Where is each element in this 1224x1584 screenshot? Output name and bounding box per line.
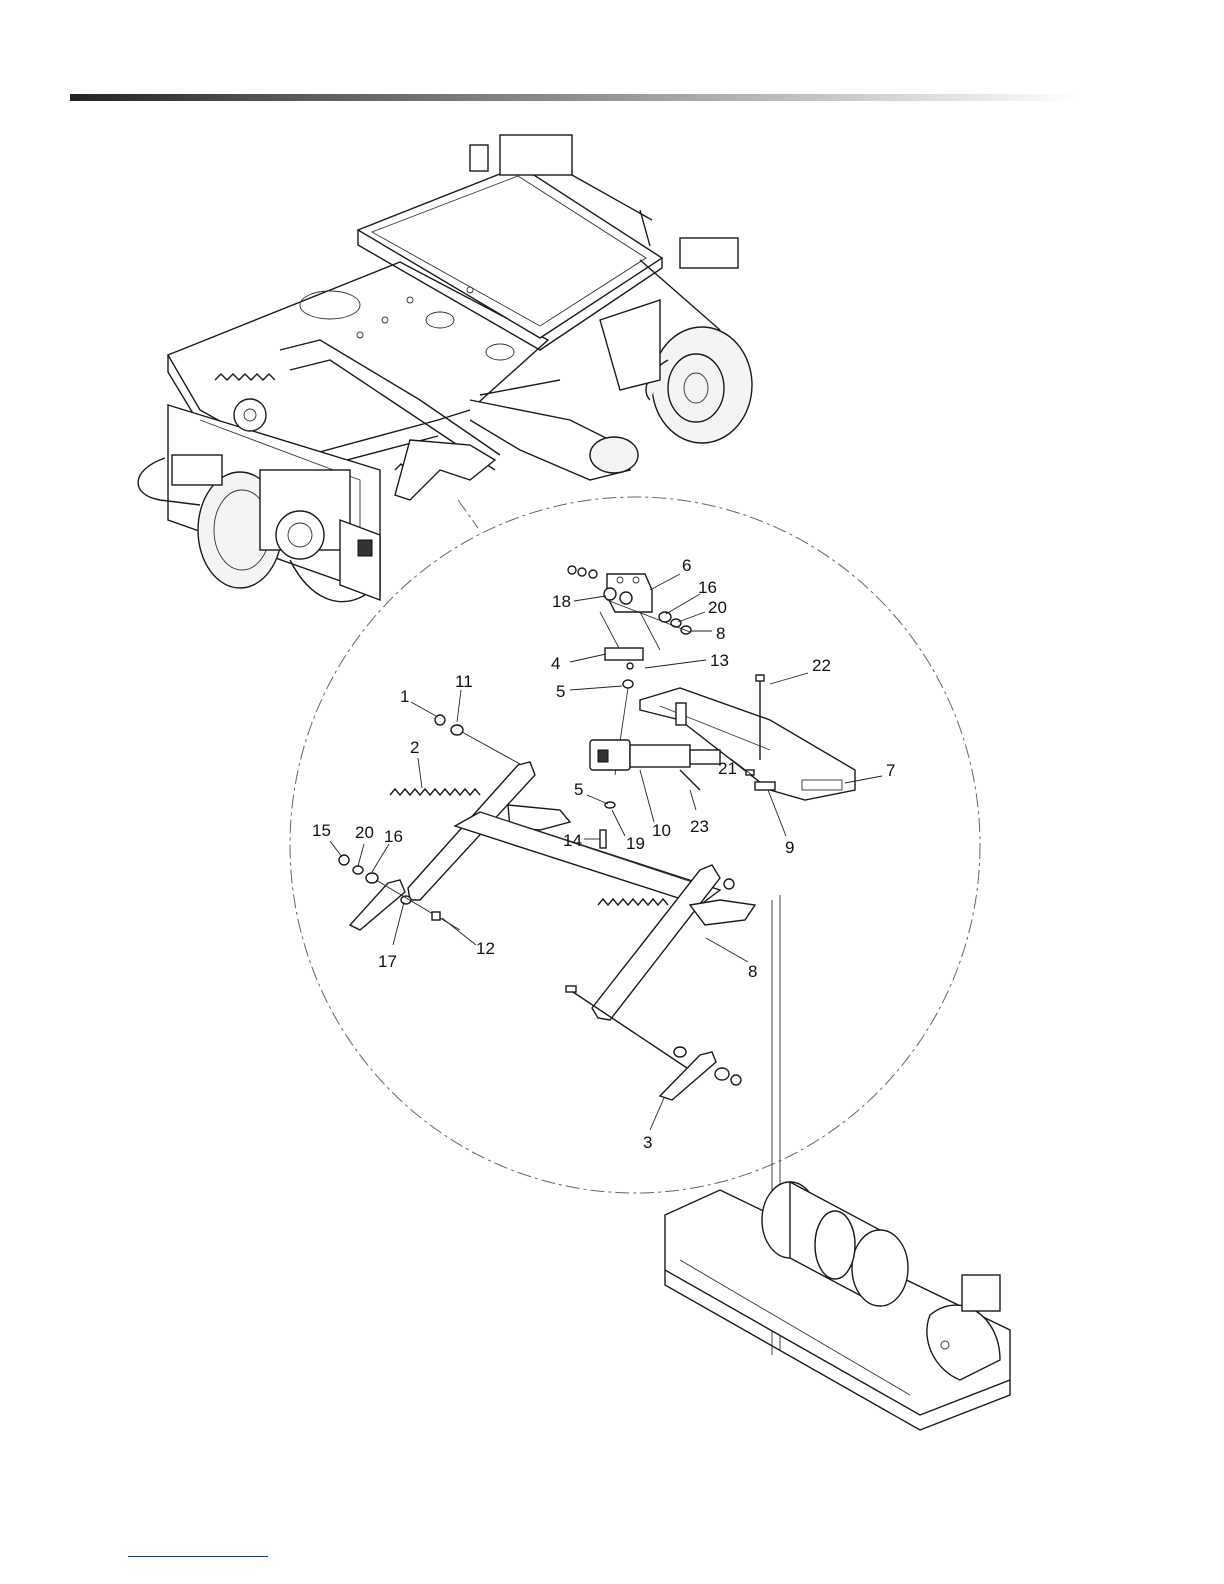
callout-16: 16 [384, 827, 403, 846]
callout-8: 8 [748, 962, 757, 981]
callout-17: 17 [378, 952, 397, 971]
callout-13: 13 [710, 651, 729, 670]
callout-4: 4 [551, 654, 560, 673]
callout-14: 14 [563, 831, 582, 850]
callout-7: 7 [886, 761, 895, 780]
roller-assembly [665, 1182, 1010, 1430]
callout-18: 18 [552, 592, 571, 611]
callout-21: 21 [718, 759, 737, 778]
callout-3: 3 [643, 1133, 652, 1152]
callout-6: 6 [682, 556, 691, 575]
callout-2: 2 [410, 738, 419, 757]
callout-9: 9 [785, 838, 794, 857]
callout-22: 22 [812, 656, 831, 675]
callout-10: 10 [652, 821, 671, 840]
callout-15: 15 [312, 821, 331, 840]
callout-5: 5 [556, 682, 565, 701]
callout-12: 12 [476, 939, 495, 958]
callout-20: 20 [355, 823, 374, 842]
callout-20: 20 [708, 598, 727, 617]
callout-11: 11 [455, 672, 473, 691]
chassis-assembly [138, 135, 752, 602]
callout-16: 16 [698, 578, 717, 597]
callout-8: 8 [716, 624, 725, 643]
callout-23: 23 [690, 817, 709, 836]
callout-5: 5 [574, 780, 583, 799]
callout-19: 19 [626, 834, 645, 853]
footer-link-underline [128, 1556, 268, 1557]
callout-1: 1 [400, 687, 409, 706]
